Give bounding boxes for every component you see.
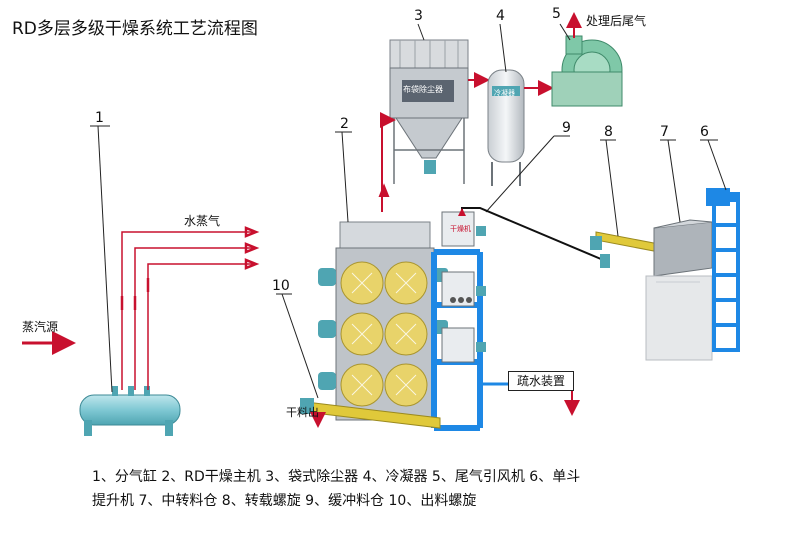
steam-risers [121, 231, 256, 390]
page-title: RD多层多级干燥系统工艺流程图 [12, 19, 258, 39]
callout-9: 9 [562, 120, 571, 136]
bag-dust-collector [389, 39, 469, 184]
callout-8: 8 [604, 124, 613, 140]
single-bucket-elevator [706, 188, 740, 352]
transfer-bin [645, 219, 713, 361]
condenser-plate: 冷凝器 [494, 89, 515, 97]
label-treated-exhaust: 处理后尾气 [586, 14, 647, 28]
callout-3: 3 [414, 8, 423, 24]
discharge-screw [300, 398, 441, 429]
rd-dryer-main-unit [318, 221, 448, 421]
callout-10: 10 [272, 278, 290, 294]
steam-header-tank [79, 386, 181, 436]
dryer-plate: 干燥机 [450, 225, 471, 233]
callout-7: 7 [660, 124, 669, 140]
callout-1: 1 [95, 110, 104, 126]
buffer-bin-frame [431, 211, 486, 431]
label-dry-outlet: 干料出 [286, 406, 319, 419]
callout-2: 2 [340, 116, 349, 132]
label-steam-source: 蒸汽源 [22, 320, 59, 334]
legend-line-2: 提升机 7、中转料仓 8、转载螺旋 9、缓冲料仓 10、出料螺旋 [92, 493, 477, 509]
dust-collector-plate: 布袋除尘器 [403, 85, 443, 94]
legend-line-1: 1、分气缸 2、RD干燥主机 3、袋式除尘器 4、冷凝器 5、尾气引风机 6、单… [92, 469, 581, 485]
label-water-vapor: 水蒸气 [184, 214, 221, 228]
callout-5: 5 [552, 6, 561, 22]
exhaust-induced-fan [551, 35, 623, 107]
callout-4: 4 [496, 8, 505, 24]
label-drain-device: 疏水装置 [508, 371, 574, 391]
callout-6: 6 [700, 124, 709, 140]
